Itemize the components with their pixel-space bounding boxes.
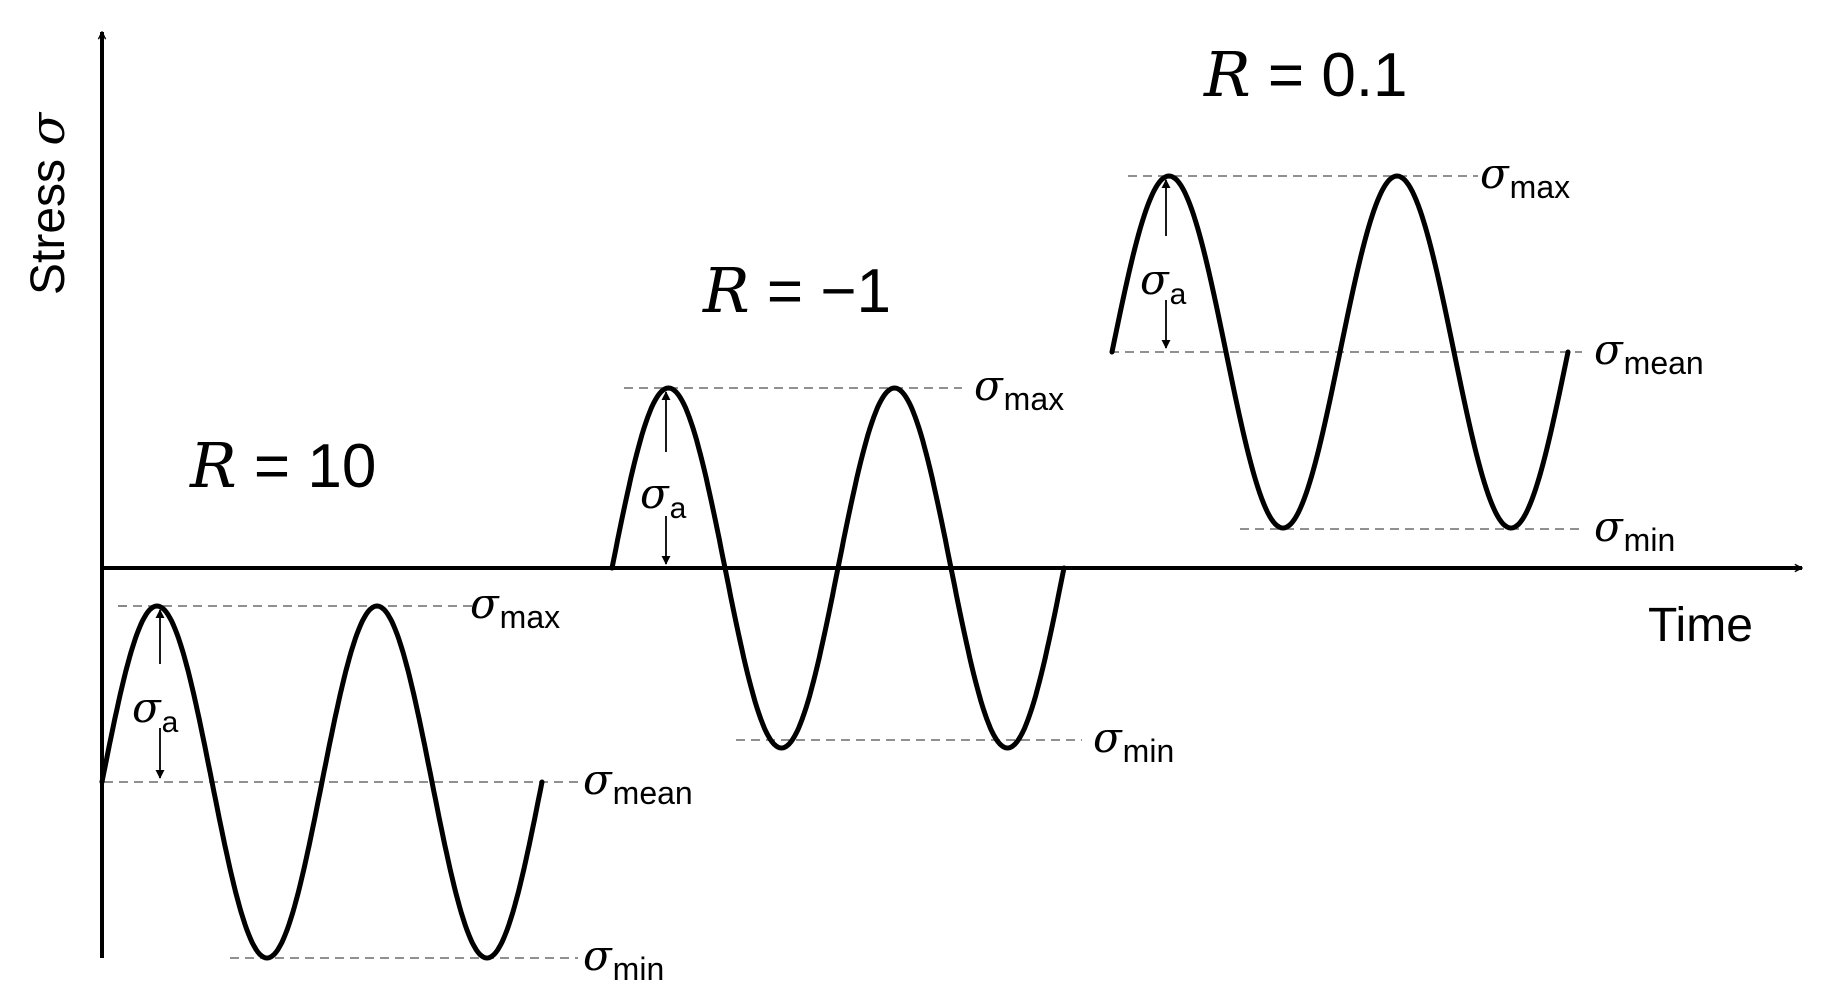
group-title-r01: R = 0.1: [1203, 38, 1408, 111]
wave-r10: [99, 603, 545, 961]
y-axis-label: Stress σ: [20, 112, 76, 295]
x-axis-label: Time: [1648, 599, 1753, 652]
loading-group-r01: R = 0.1 σa σmax σmean σmin: [1109, 38, 1704, 558]
sigma-a-label-rm1: σa: [640, 469, 687, 525]
y-axis-label-text: Stress: [22, 146, 75, 295]
wave-rm1: [609, 385, 1067, 751]
group-title-r10: R = 10: [189, 429, 376, 502]
sigma-a-label-r10: σa: [132, 683, 179, 739]
loading-group-r10: R = 10 σa σmax σmean σmin: [99, 429, 693, 987]
sigma-min-label-r01: σmin: [1594, 502, 1675, 558]
sigma-a-label-r01: σa: [1140, 255, 1187, 311]
group-title-rm1: R = −1: [702, 254, 891, 327]
group-title-rm1-symbol: R: [702, 254, 750, 327]
sigma-mean-label-r01: σmean: [1594, 325, 1704, 381]
sigma-max-label-rm1: σmax: [974, 361, 1064, 417]
group-title-r01-symbol: R: [1203, 38, 1251, 111]
wave-r01: [1109, 173, 1571, 531]
group-title-r01-value: = 0.1: [1251, 41, 1408, 110]
sigma-min-label-rm1: σmin: [1093, 713, 1174, 769]
axes: Stress σ Time: [20, 32, 1802, 958]
group-title-r10-value: = 10: [237, 432, 377, 501]
group-title-rm1-value: = −1: [750, 257, 891, 326]
sigma-max-label-r01: σmax: [1480, 149, 1570, 205]
sigma-max-label-r10: σmax: [470, 579, 560, 635]
sigma-min-label-r10: σmin: [583, 931, 664, 987]
sigma-mean-label-r10: σmean: [583, 755, 693, 811]
loading-group-rm1: R = −1 σa σmax σmin: [609, 254, 1174, 769]
y-axis-label-symbol: σ: [20, 112, 76, 146]
group-title-r10-symbol: R: [189, 429, 237, 502]
